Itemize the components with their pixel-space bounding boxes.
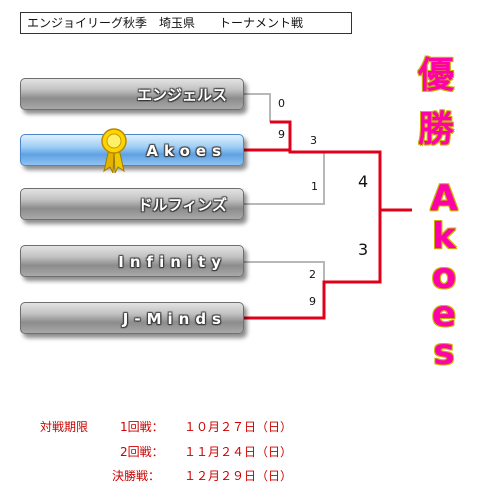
score-angels: 0 xyxy=(278,97,285,110)
team-name: Infinity xyxy=(118,253,227,271)
score-akoes-r2: 3 xyxy=(310,134,317,147)
team-name: エンジェルス xyxy=(136,86,227,104)
champion-label-2: 勝 xyxy=(418,108,455,150)
team-name: Akoes xyxy=(146,142,227,160)
team-box-infinity: Infinity xyxy=(20,245,244,277)
score-semi-top: 4 xyxy=(358,172,369,191)
schedule-date: １１月２４日（日） xyxy=(184,445,293,459)
champion-label-1: 優 xyxy=(418,54,455,96)
team-box-angels: エンジェルス xyxy=(20,78,244,110)
schedule-heading: 対戦期限 xyxy=(40,420,89,434)
bracket-line-dolphins xyxy=(244,152,325,205)
score-dolphins: 1 xyxy=(311,180,318,193)
schedule-round: 決勝戦： xyxy=(112,469,161,483)
score-semi-bottom: 3 xyxy=(358,240,369,259)
bracket-line-infinity xyxy=(244,261,325,282)
champion-letter: e xyxy=(431,294,457,335)
team-name: ドルフィンズ xyxy=(137,196,227,214)
bracket-line-angels xyxy=(244,93,271,122)
score-jminds: 9 xyxy=(309,295,316,308)
team-name: J-Minds xyxy=(122,310,227,328)
team-box-jminds: J-Minds xyxy=(20,302,244,334)
schedule-round: 1回戦： xyxy=(120,420,164,434)
team-box-akoes: Akoes xyxy=(20,128,244,175)
champion-letter: o xyxy=(431,256,457,297)
ribbon-medal-icon xyxy=(101,127,127,177)
team-box-dolphins: ドルフィンズ xyxy=(20,188,244,220)
bracket-line-jminds-r1 xyxy=(244,210,382,320)
schedule-date: １０月２７日（日） xyxy=(184,420,293,434)
score-infinity: 2 xyxy=(309,268,316,281)
bracket-line-akoes-r2 xyxy=(270,120,324,154)
score-akoes-r1: 9 xyxy=(278,128,285,141)
schedule-date: １２月２９日（日） xyxy=(184,469,293,483)
champion-letter: k xyxy=(432,216,456,257)
tournament-title: エンジョイリーグ秋季 埼玉県 トーナメント戦 xyxy=(20,12,352,34)
champion-letter: A xyxy=(430,178,458,219)
champion-letter: s xyxy=(433,332,455,373)
bracket-line-akoes-semi xyxy=(324,150,382,210)
schedule-round: 2回戦： xyxy=(120,445,164,459)
